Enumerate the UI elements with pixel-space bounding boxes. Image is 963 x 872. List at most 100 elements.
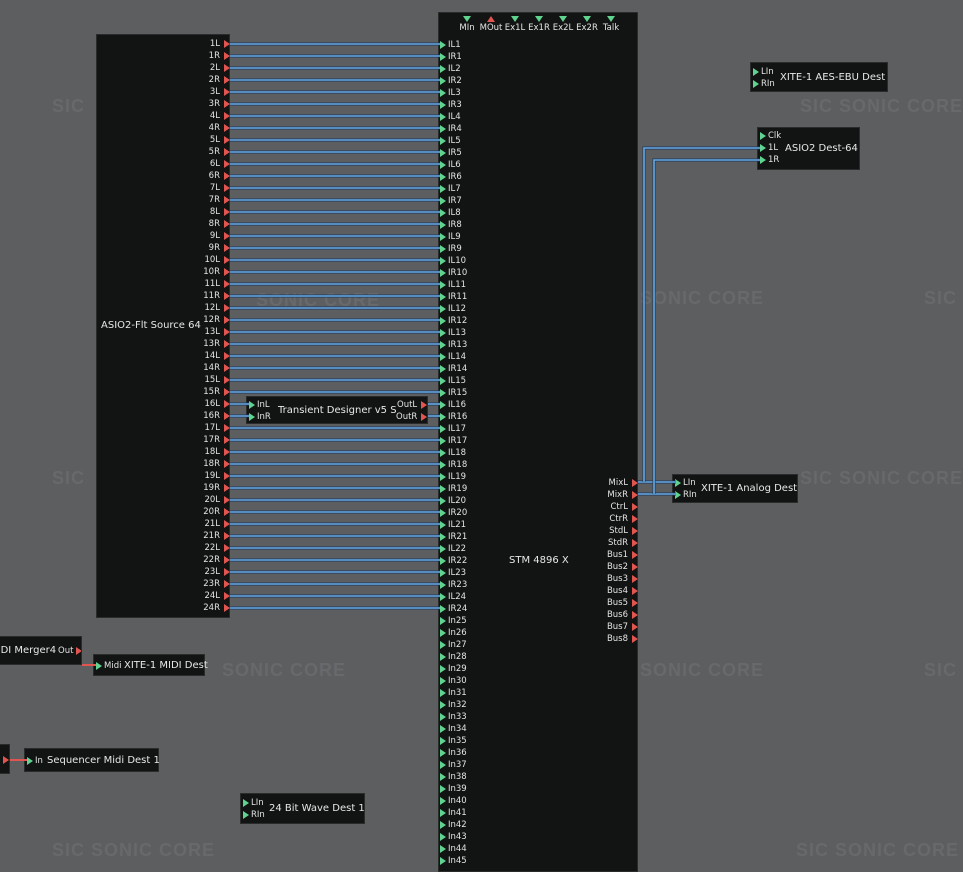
output-port-icon[interactable] — [224, 520, 230, 528]
output-port-icon[interactable] — [421, 413, 427, 421]
module-xite-aes-ebu-dest[interactable]: LIn RIn XITE-1 AES-EBU Dest — [750, 62, 888, 92]
input-port-icon[interactable] — [440, 389, 446, 397]
output-port-icon[interactable] — [487, 16, 495, 22]
input-port-icon[interactable] — [440, 125, 446, 133]
output-port-icon[interactable] — [224, 460, 230, 468]
input-port-icon[interactable] — [760, 144, 766, 152]
module-transient-designer[interactable]: InL InR Transient Designer v5 S OutL Out… — [246, 396, 428, 424]
output-port-icon[interactable] — [224, 376, 230, 384]
input-port-icon[interactable] — [440, 257, 446, 265]
input-port-icon[interactable] — [440, 773, 446, 781]
input-port-icon[interactable] — [440, 401, 446, 409]
input-port-icon[interactable] — [760, 156, 766, 164]
output-port-icon[interactable] — [632, 491, 638, 499]
input-port-icon[interactable] — [753, 80, 759, 88]
output-port-icon[interactable] — [224, 304, 230, 312]
input-port-icon[interactable] — [440, 485, 446, 493]
input-port-icon[interactable] — [440, 809, 446, 817]
input-port-icon[interactable] — [607, 16, 615, 22]
input-port-icon[interactable] — [440, 629, 446, 637]
output-port-icon[interactable] — [224, 172, 230, 180]
input-port-icon[interactable] — [440, 161, 446, 169]
output-port-icon[interactable] — [224, 136, 230, 144]
module-asio2-dest-64[interactable]: Clk 1L 1R ASIO2 Dest-64 — [757, 127, 860, 170]
input-port-icon[interactable] — [511, 16, 519, 22]
output-port-icon[interactable] — [224, 52, 230, 60]
output-port-icon[interactable] — [224, 424, 230, 432]
output-port-icon[interactable] — [3, 756, 9, 764]
output-port-icon[interactable] — [224, 496, 230, 504]
input-port-icon[interactable] — [440, 89, 446, 97]
input-port-icon[interactable] — [440, 137, 446, 145]
output-port-icon[interactable] — [224, 220, 230, 228]
input-port-icon[interactable] — [27, 757, 33, 765]
input-port-icon[interactable] — [440, 281, 446, 289]
input-port-icon[interactable] — [440, 353, 446, 361]
input-port-icon[interactable] — [440, 617, 446, 625]
output-port-icon[interactable] — [224, 124, 230, 132]
input-port-icon[interactable] — [440, 197, 446, 205]
input-port-icon[interactable] — [440, 533, 446, 541]
output-port-icon[interactable] — [632, 623, 638, 631]
input-port-icon[interactable] — [440, 221, 446, 229]
output-port-icon[interactable] — [224, 256, 230, 264]
input-port-icon[interactable] — [440, 317, 446, 325]
patch-cable[interactable] — [643, 147, 760, 482]
output-port-icon[interactable] — [632, 515, 638, 523]
output-port-icon[interactable] — [224, 340, 230, 348]
output-port-icon[interactable] — [224, 568, 230, 576]
input-port-icon[interactable] — [440, 557, 446, 565]
output-port-icon[interactable] — [224, 64, 230, 72]
input-port-icon[interactable] — [243, 799, 249, 807]
output-port-icon[interactable] — [76, 647, 81, 655]
input-port-icon[interactable] — [440, 797, 446, 805]
input-port-icon[interactable] — [440, 65, 446, 73]
input-port-icon[interactable] — [440, 437, 446, 445]
input-port-icon[interactable] — [440, 689, 446, 697]
input-port-icon[interactable] — [440, 269, 446, 277]
input-port-icon[interactable] — [440, 821, 446, 829]
output-port-icon[interactable] — [632, 479, 638, 487]
output-port-icon[interactable] — [632, 599, 638, 607]
output-port-icon[interactable] — [224, 40, 230, 48]
output-port-icon[interactable] — [632, 551, 638, 559]
output-port-icon[interactable] — [224, 76, 230, 84]
output-port-icon[interactable] — [224, 112, 230, 120]
input-port-icon[interactable] — [440, 413, 446, 421]
module-offscreen-source[interactable] — [0, 744, 10, 774]
output-port-icon[interactable] — [224, 484, 230, 492]
output-port-icon[interactable] — [224, 556, 230, 564]
output-port-icon[interactable] — [224, 472, 230, 480]
output-port-icon[interactable] — [224, 592, 230, 600]
module-sequencer-midi-dest[interactable]: In Sequencer Midi Dest 1 — [24, 748, 160, 772]
input-port-icon[interactable] — [440, 761, 446, 769]
input-port-icon[interactable] — [440, 845, 446, 853]
input-port-icon[interactable] — [440, 305, 446, 313]
input-port-icon[interactable] — [440, 665, 446, 673]
input-port-icon[interactable] — [753, 68, 759, 76]
patch-cable[interactable] — [652, 158, 760, 494]
input-port-icon[interactable] — [675, 479, 681, 487]
output-port-icon[interactable] — [632, 563, 638, 571]
input-port-icon[interactable] — [243, 811, 249, 819]
input-port-icon[interactable] — [440, 77, 446, 85]
input-port-icon[interactable] — [440, 41, 446, 49]
input-port-icon[interactable] — [249, 401, 255, 409]
input-port-icon[interactable] — [675, 491, 681, 499]
output-port-icon[interactable] — [224, 316, 230, 324]
output-port-icon[interactable] — [224, 160, 230, 168]
input-port-icon[interactable] — [440, 425, 446, 433]
input-port-icon[interactable] — [559, 16, 567, 22]
input-port-icon[interactable] — [249, 413, 255, 421]
output-port-icon[interactable] — [224, 196, 230, 204]
input-port-icon[interactable] — [440, 377, 446, 385]
input-port-icon[interactable] — [440, 785, 446, 793]
patch-cable[interactable] — [653, 159, 760, 494]
input-port-icon[interactable] — [440, 173, 446, 181]
input-port-icon[interactable] — [440, 341, 446, 349]
patch-cable[interactable] — [642, 146, 760, 482]
input-port-icon[interactable] — [440, 293, 446, 301]
output-port-icon[interactable] — [632, 635, 638, 643]
output-port-icon[interactable] — [224, 232, 230, 240]
